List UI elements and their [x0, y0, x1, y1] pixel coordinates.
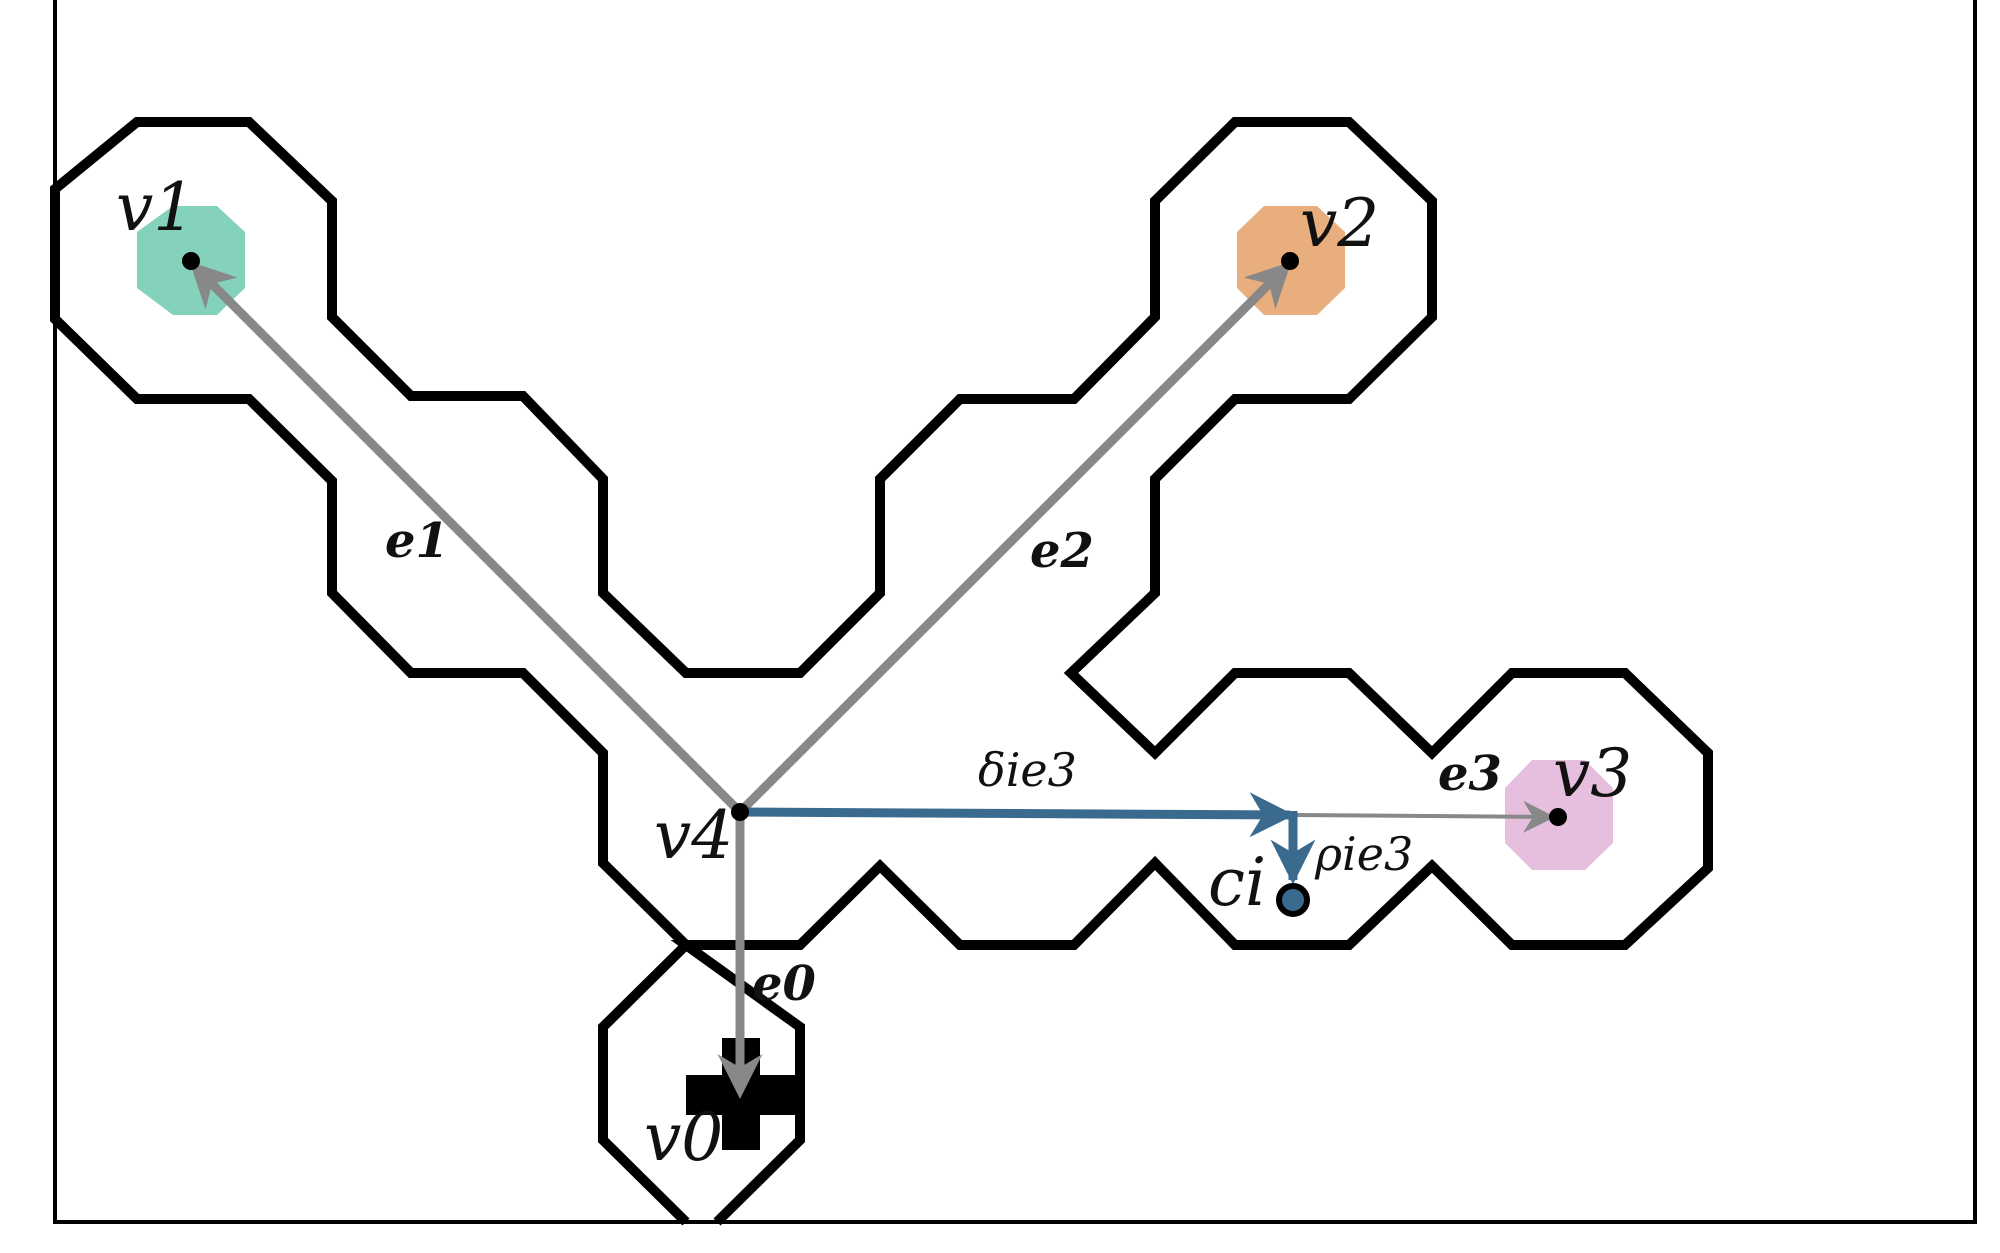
label-ci: ci	[1208, 844, 1266, 921]
label-v1: v1	[116, 169, 195, 246]
corridor-outline	[50, 117, 1713, 1226]
edge-e2-arrow	[736, 261, 1292, 816]
label-v2: v2	[1300, 185, 1379, 262]
ci-point	[1276, 883, 1310, 917]
frame-border	[53, 0, 1977, 1224]
label-v4: v4	[654, 797, 733, 874]
edge-e1-arrow	[189, 261, 744, 816]
label-e2: e2	[1030, 523, 1094, 579]
label-v3: v3	[1553, 735, 1632, 812]
label-e3: e3	[1438, 746, 1502, 802]
vertex-v4-point	[731, 803, 749, 821]
label-e1: e1	[385, 513, 449, 569]
delta-e3-arrow	[739, 792, 1295, 838]
label-delta-e3: δie3	[978, 743, 1077, 797]
label-v0: v0	[644, 1099, 723, 1176]
vertex-v1-point	[182, 252, 200, 270]
edge-e3-arrow	[1294, 800, 1556, 833]
vertex-v2-point	[1281, 252, 1299, 270]
label-e0: e0	[752, 956, 816, 1012]
label-rho-e3: ρie3	[1314, 827, 1413, 881]
vertex-v3-point	[1549, 808, 1567, 826]
